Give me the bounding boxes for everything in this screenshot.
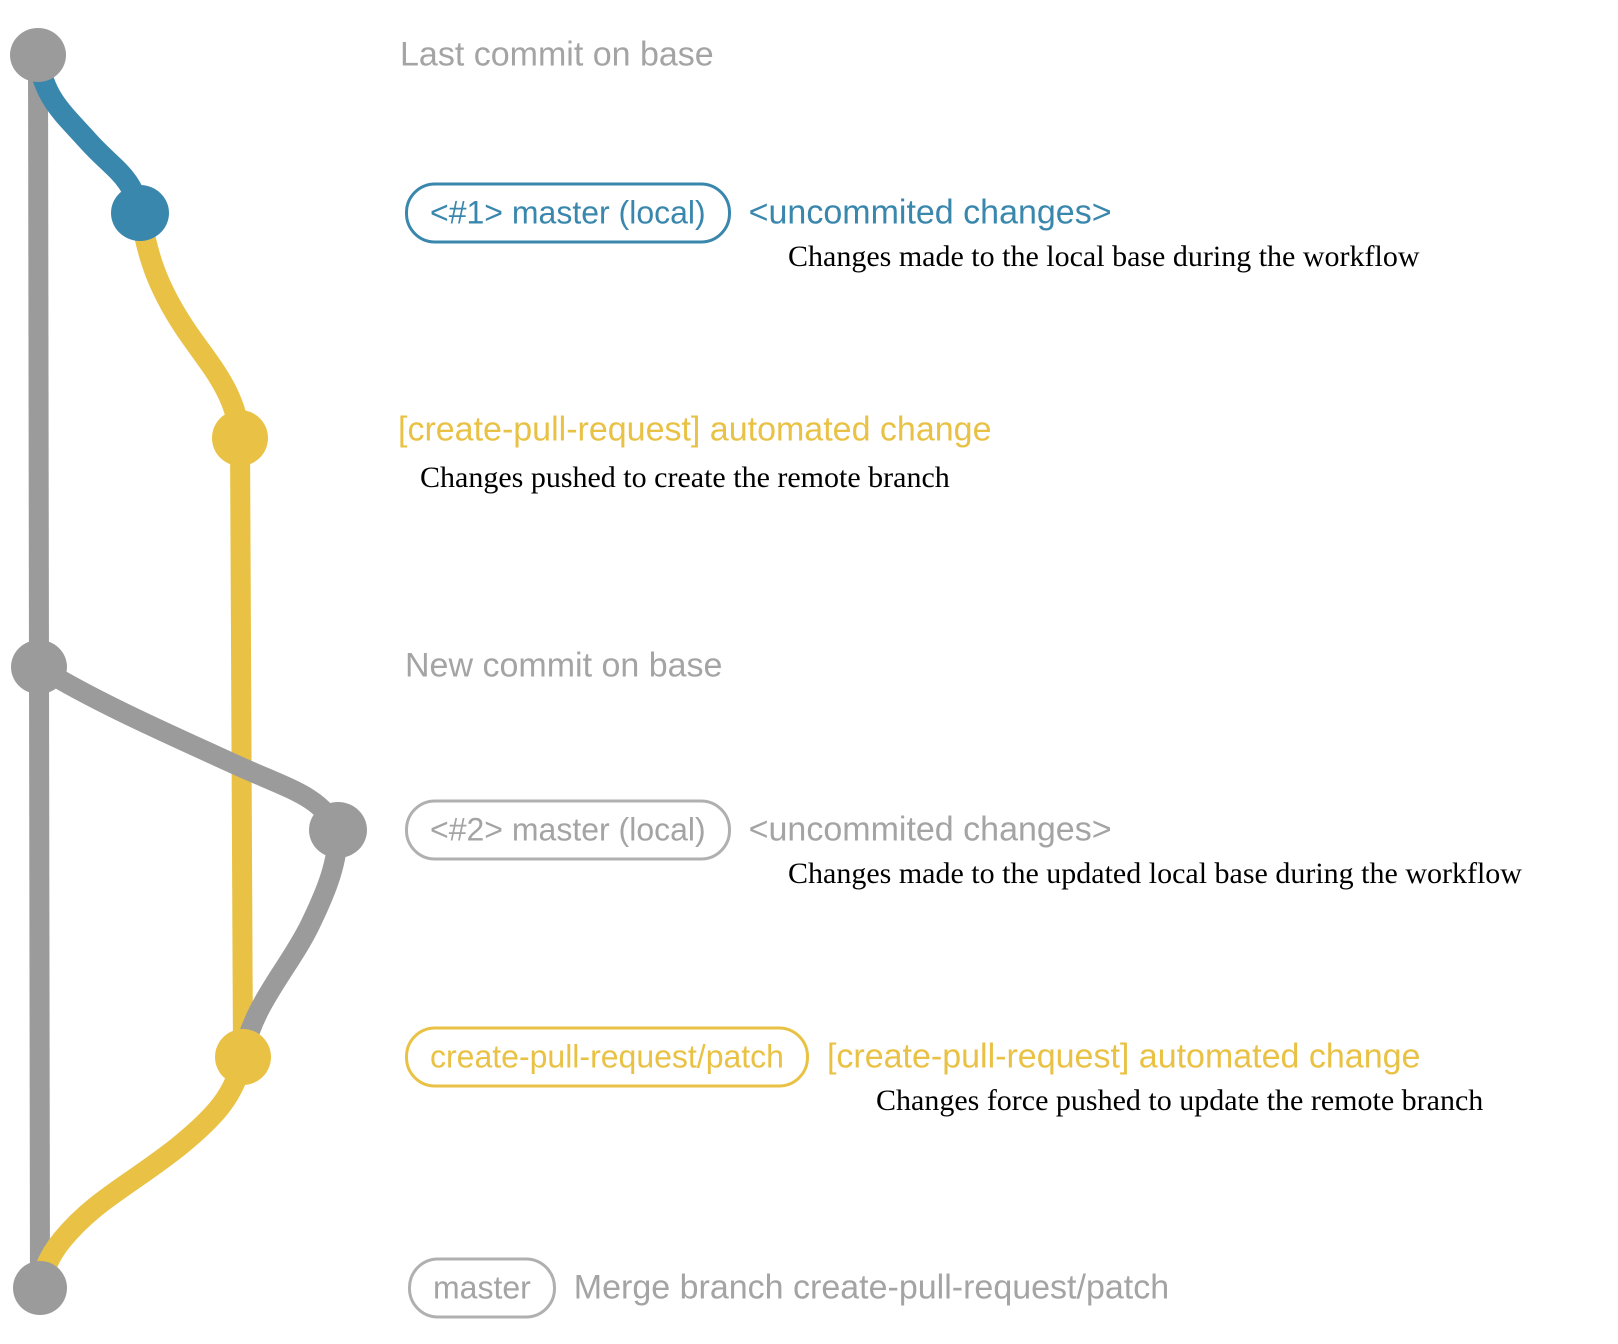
row-new-commit: New commit on base [405, 647, 722, 686]
edge-local-change-1 [27, 49, 151, 224]
branch-badge-master-local-2: <#2> master (local) [405, 799, 731, 861]
row-last-commit: Last commit on base [400, 36, 714, 75]
description-local-change-1: Changes made to the local base during th… [788, 240, 1420, 273]
remote-branch-line [230, 437, 253, 1058]
commit-dot-new-base [11, 640, 67, 694]
last-commit-label: Last commit on base [400, 35, 714, 74]
branch-badge-create-pull-request-patch: create-pull-request/patch [405, 1026, 809, 1088]
description-force-push: Changes force pushed to update the remot… [876, 1084, 1484, 1117]
edge-push-create-remote [129, 202, 251, 449]
new-commit-label: New commit on base [405, 646, 723, 685]
automated-change-label-1: [create-pull-request] automated change [398, 410, 992, 449]
edge-local-change-2 [29, 657, 348, 840]
branch-badge-master-local-1: <#1> master (local) [405, 182, 731, 244]
automated-change-label-2: [create-pull-request] automated change [826, 1037, 1421, 1076]
branch-badge-master: master [408, 1257, 556, 1319]
uncommitted-changes-label-1: <uncommited changes> [748, 193, 1112, 232]
row-local-commit-1: <#1> master (local) <uncommited changes> [405, 182, 1112, 244]
uncommitted-changes-label-2: <uncommited changes> [748, 810, 1112, 849]
row-merge-commit: master Merge branch create-pull-request/… [408, 1257, 1170, 1319]
commit-dot-remote-updated [215, 1029, 271, 1085]
commit-dot-local-2 [309, 802, 367, 858]
commit-dot-last-base [10, 28, 66, 82]
description-push-create: Changes pushed to create the remote bran… [420, 461, 950, 494]
edge-force-push-update [233, 820, 348, 1067]
row-local-commit-2: <#2> master (local) <uncommited changes> [405, 799, 1112, 861]
edge-merge-branch [29, 1046, 254, 1299]
commit-dot-remote-created [212, 410, 268, 466]
merge-branch-label: Merge branch create-pull-request/patch [573, 1268, 1170, 1307]
commit-dot-local-1 [111, 185, 169, 241]
commit-dot-merge [13, 1261, 67, 1315]
description-local-change-2: Changes made to the updated local base d… [788, 857, 1522, 890]
row-remote-created: [create-pull-request] automated change [398, 411, 991, 450]
row-remote-updated: create-pull-request/patch [create-pull-r… [405, 1026, 1421, 1088]
